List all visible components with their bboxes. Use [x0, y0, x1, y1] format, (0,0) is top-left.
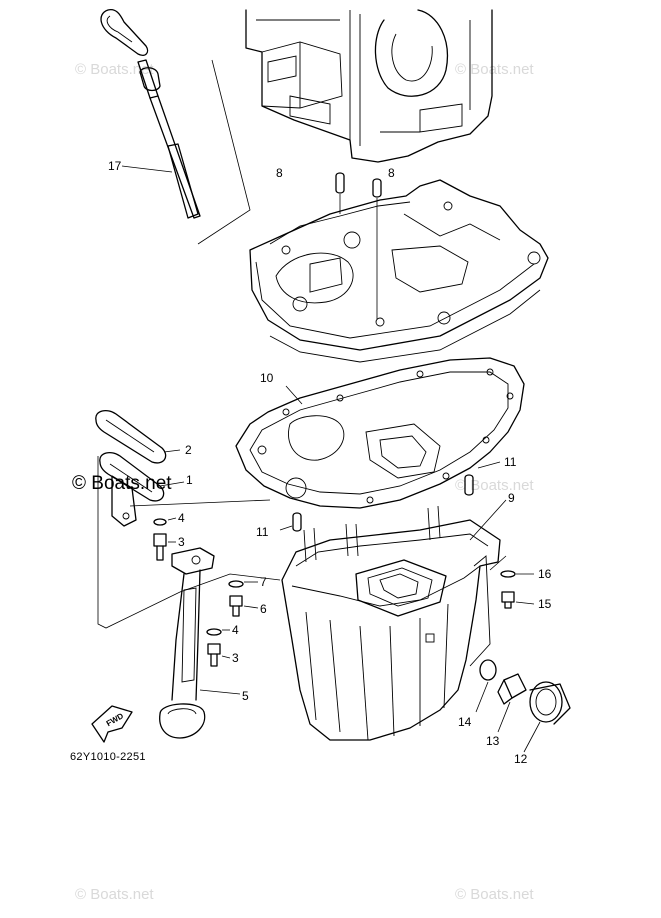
callout-8b: 8 — [388, 166, 395, 180]
callout-9: 9 — [508, 491, 515, 505]
watermark-bottom-left: © Boats.net — [75, 886, 154, 903]
callout-4b: 4 — [232, 623, 239, 637]
watermark-bottom-right: © Boats.net — [455, 886, 534, 903]
callout-5: 5 — [242, 689, 249, 703]
callout-11a: 11 — [504, 455, 517, 469]
callout-numbers: 17 8 8 10 2 1 11 9 4 11 3 16 7 15 6 4 3 … — [108, 159, 552, 766]
watermark-mid-right: © Boats.net — [455, 477, 534, 494]
diagram-code: 62Y1010-2251 — [70, 751, 146, 763]
callout-17: 17 — [108, 159, 122, 173]
callout-1: 1 — [186, 473, 193, 487]
fwd-label: FWD — [105, 711, 125, 728]
upper-casing-plate — [249, 179, 549, 363]
callout-12: 12 — [514, 752, 528, 766]
callout-2: 2 — [185, 443, 192, 457]
gasket-10 — [235, 357, 525, 509]
cover-gaskets-1-2 — [95, 409, 185, 527]
callout-13: 13 — [486, 734, 500, 748]
callout-15: 15 — [538, 597, 552, 611]
watermark-top-left: © Boats.net — [75, 61, 154, 78]
bolts-washers — [153, 517, 535, 667]
callout-7: 7 — [260, 575, 267, 589]
callout-14: 14 — [458, 715, 472, 729]
oil-pan-9 — [281, 499, 507, 741]
callout-11b: 11 — [256, 525, 269, 539]
engine-block — [245, 9, 493, 163]
dowel-pins-11 — [279, 461, 501, 532]
callout-8a: 8 — [276, 166, 283, 180]
oil-strainer-5 — [159, 547, 241, 739]
dowel-pins-8 — [335, 172, 382, 320]
dipstick-17 — [100, 8, 251, 245]
callout-16: 16 — [538, 567, 552, 581]
callout-4a: 4 — [178, 511, 185, 525]
callout-3b: 3 — [232, 651, 239, 665]
leader-box-left — [97, 456, 281, 629]
callout-10: 10 — [260, 371, 274, 385]
callout-3a: 3 — [178, 535, 185, 549]
fwd-arrow: FWD — [91, 705, 133, 743]
drain-parts — [475, 659, 571, 753]
callout-6: 6 — [260, 602, 267, 616]
watermark-top-right: © Boats.net — [455, 61, 534, 78]
